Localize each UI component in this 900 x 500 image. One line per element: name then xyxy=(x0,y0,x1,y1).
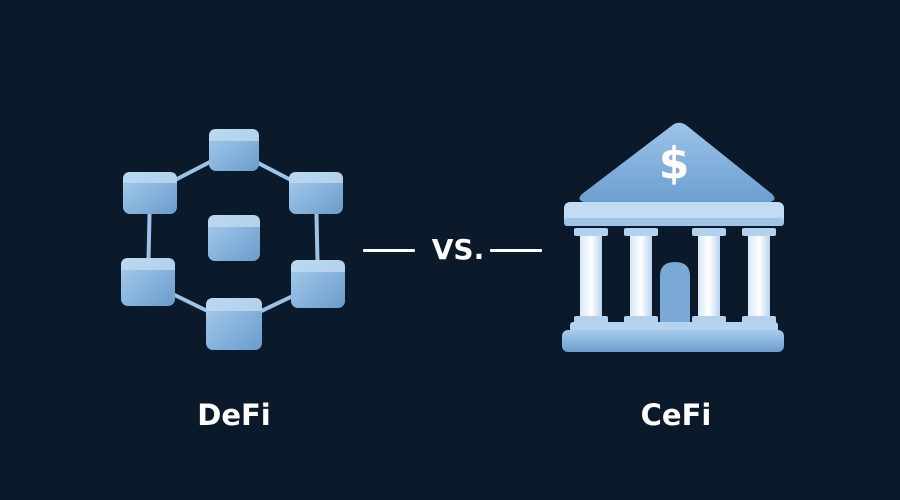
cube-center xyxy=(208,215,260,261)
versus-text: VS. xyxy=(431,233,485,266)
bank-base xyxy=(562,330,784,352)
separator-line-left xyxy=(363,249,415,252)
bank-roof xyxy=(579,122,775,202)
cube-upper-left xyxy=(123,172,177,214)
bank-base-step xyxy=(570,322,778,332)
bank-building-icon xyxy=(562,122,784,352)
cube-lower-right xyxy=(291,260,345,308)
cube-upper-right xyxy=(289,172,343,214)
cube-bottom xyxy=(206,298,262,350)
cube-top xyxy=(209,129,259,171)
bank-door xyxy=(660,262,690,324)
defi-label: DeFi xyxy=(197,398,271,432)
dollar-sign-icon: $ xyxy=(658,138,690,189)
bank-columns xyxy=(574,228,776,324)
separator-line-right xyxy=(490,249,542,252)
cefi-label: CeFi xyxy=(640,398,712,432)
blockchain-network-icon xyxy=(121,129,345,350)
cube-lower-left xyxy=(121,258,175,306)
